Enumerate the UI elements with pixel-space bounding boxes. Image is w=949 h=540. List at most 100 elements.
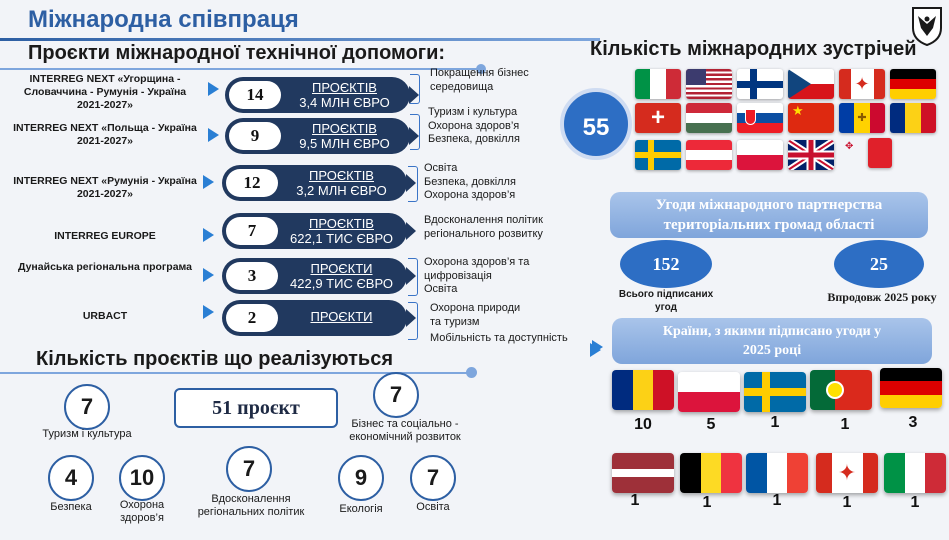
program-count: 3 <box>226 262 278 290</box>
ecology-label: Екологія <box>339 503 383 515</box>
program-projects-link[interactable]: ПРОЄКТІВ <box>309 216 374 231</box>
projects-heading: Проєкти міжнародної технічної допомоги: <box>28 42 446 64</box>
program-name: INTERREG NEXT «Угорщина - Словаччина - Р… <box>23 73 187 111</box>
theme-bracket <box>408 258 418 296</box>
flag-canada-icon: ✦ <box>816 453 878 493</box>
program-amount: 422,9 ТИС ЄВРО <box>290 276 393 291</box>
flag-italy-icon <box>884 453 946 493</box>
country-count: 1 <box>630 492 640 509</box>
program-amount: 622,1 ТИС ЄВРО <box>290 231 393 246</box>
theme-bracket <box>410 74 420 104</box>
flag-finland-icon <box>737 69 783 99</box>
program-count: 9 <box>229 122 281 150</box>
counts-underline <box>0 372 470 374</box>
education-count: 7 <box>410 455 456 501</box>
country-count: 1 <box>772 492 782 509</box>
flag-france-icon <box>746 453 808 493</box>
tourism-count: 7 <box>64 384 110 430</box>
flag-germany-icon <box>880 368 942 408</box>
flag-uk-icon <box>788 140 834 170</box>
flag-italy-icon <box>635 69 681 99</box>
year-agreements-label: Впродовж 2025 року <box>827 290 937 304</box>
program-themes: Охорона природи та туризм Мобільність та… <box>430 302 568 344</box>
flag-poland-icon <box>737 140 783 170</box>
flag-sweden-icon <box>744 372 806 412</box>
country-count: 1 <box>840 416 850 433</box>
country-count: 1 <box>910 494 920 511</box>
flag-sweden-icon <box>635 140 681 170</box>
flag-hungary-icon <box>686 103 732 133</box>
flag-czechia-icon <box>788 69 834 99</box>
arrow-icon <box>208 128 219 142</box>
program-themes: Охорона здоров’я та цифровізація Освіта <box>424 256 530 295</box>
signed-agreements-total: 152 <box>620 240 712 288</box>
country-count: 1 <box>770 414 780 431</box>
projects-underline <box>0 68 480 70</box>
program-count: 7 <box>226 217 278 245</box>
tourism-label: Туризм і культура <box>42 428 132 440</box>
program-count: 14 <box>229 81 281 109</box>
country-count: 1 <box>702 494 712 511</box>
flag-romania-icon <box>890 103 936 133</box>
program-themes: Туризм і культура Охорона здоров’я Безпе… <box>428 106 520 145</box>
agreements-banner: Угоди міжнародного партнерства територіа… <box>610 192 928 238</box>
program-name: Дунайська регіональна програма <box>17 261 193 273</box>
program-amount: 9,5 МЛН ЄВРО <box>299 136 390 151</box>
flag-usa-icon <box>686 69 732 99</box>
business-label: Бізнес та соціально - економічний розвит… <box>349 418 461 443</box>
program-name: INTERREG EUROPE <box>54 230 156 242</box>
ecology-count: 9 <box>338 455 384 501</box>
arrow-icon <box>203 305 214 319</box>
security-count: 4 <box>48 455 94 501</box>
program-themes: Вдосконалення політик регіонального розв… <box>424 214 543 240</box>
health-label: Охорона здоров’я <box>119 499 165 524</box>
policy-count: 7 <box>226 446 272 492</box>
arrow-icon <box>203 228 214 242</box>
projects-underline-dot <box>476 64 486 74</box>
flag-china-icon: ★ <box>788 103 834 133</box>
flag-portugal-icon <box>810 370 872 410</box>
program-name: INTERREG NEXT «Польща - Україна 2021-202… <box>13 122 197 147</box>
counts-underline-dot <box>466 367 477 378</box>
country-count: 10 <box>634 416 652 433</box>
flag-moldova-icon: ✚ <box>839 103 885 133</box>
policy-label: Вдосконалення регіональних політик <box>197 493 305 518</box>
program-count: 2 <box>226 304 278 332</box>
program-count: 12 <box>226 169 278 197</box>
education-label: Освіта <box>416 501 450 513</box>
flag-germany-icon <box>890 69 936 99</box>
meetings-heading: Кількість міжнародних зустрічей <box>590 38 917 60</box>
program-pill: 2 ПРОЄКТИ <box>222 300 416 336</box>
security-label: Безпека <box>50 501 92 513</box>
theme-bracket <box>410 114 420 150</box>
arrow-icon <box>208 82 219 96</box>
program-name: URBACT <box>82 310 128 322</box>
flag-slovakia-icon <box>737 103 783 133</box>
flag-latvia-icon <box>612 453 674 493</box>
arrow-icon <box>203 268 214 282</box>
flag-austria-icon <box>686 140 732 170</box>
country-count: 1 <box>842 494 852 511</box>
program-projects-link[interactable]: ПРОЄКТІВ <box>312 121 377 136</box>
flag-romania-icon <box>612 370 674 410</box>
program-projects-link[interactable]: ПРОЄКТИ <box>310 261 373 276</box>
program-projects-link[interactable]: ПРОЄКТІВ <box>312 80 377 95</box>
program-projects-link[interactable]: ПРОЄКТІВ <box>309 168 374 183</box>
program-name: INTERREG NEXT «Румунія - Україна 2021-20… <box>13 175 197 200</box>
counts-heading: Кількість проєктів що реалізуються <box>36 348 394 370</box>
meetings-total: 55 <box>560 88 632 160</box>
health-count: 10 <box>119 455 165 501</box>
flag-belgium-icon <box>680 453 742 493</box>
program-themes: Освіта Безпека, довкілля Охорона здоров’… <box>424 162 516 201</box>
title-divider <box>0 38 600 41</box>
country-count: 3 <box>908 414 918 431</box>
program-amount: 3,2 МЛН ЄВРО <box>296 183 387 198</box>
flag-red-square-icon <box>868 138 892 168</box>
flag-poland-icon <box>678 372 740 412</box>
program-projects-link[interactable]: ПРОЄКТИ <box>310 309 373 324</box>
arrow-icon <box>203 175 214 189</box>
